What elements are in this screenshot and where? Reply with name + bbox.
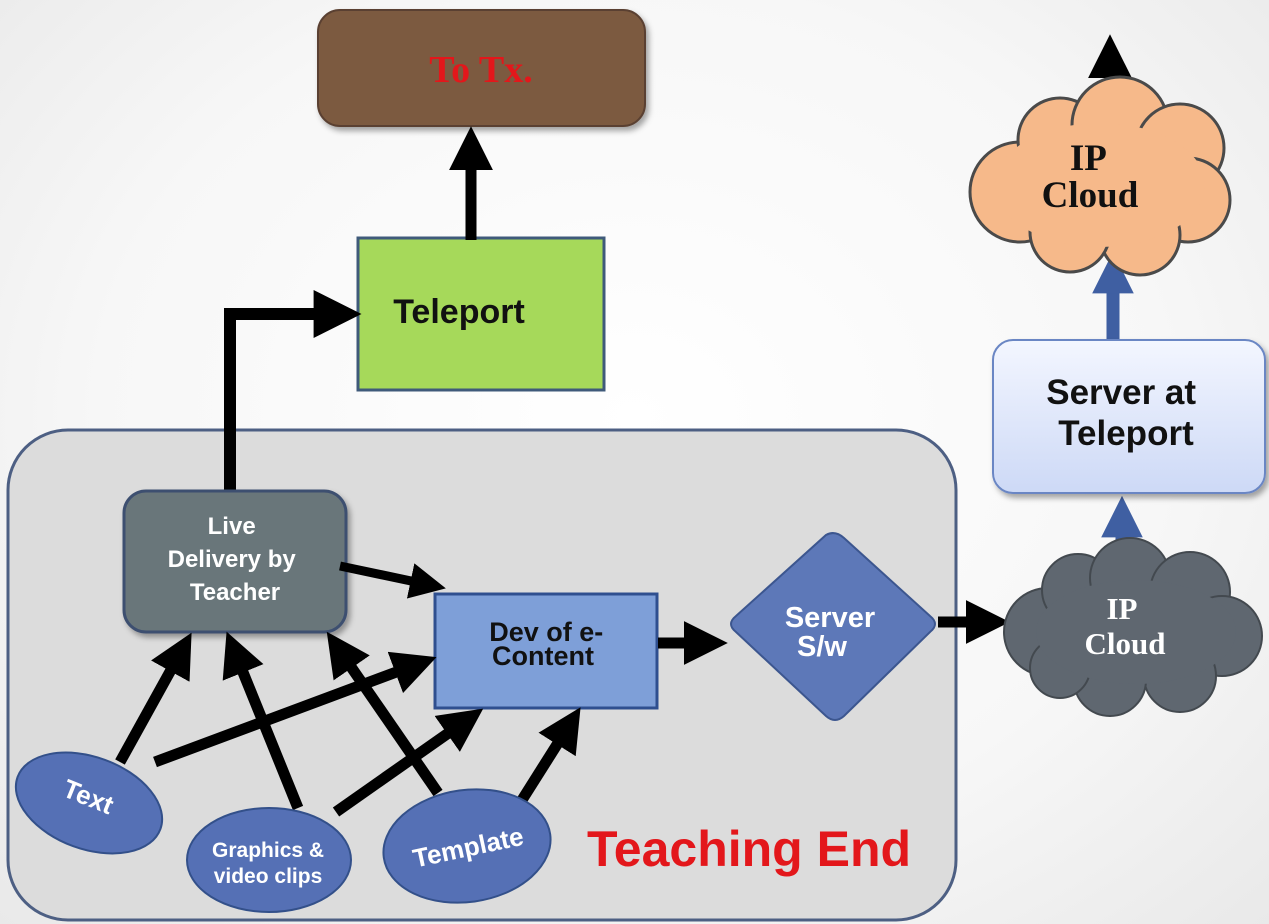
svg-text:Server at Teleport: Server at Teleport	[1046, 373, 1206, 453]
live-delivery-line3: Teacher	[190, 579, 280, 606]
server-sw-line2: S/w	[797, 631, 847, 663]
live-delivery-line2: Delivery by	[168, 546, 297, 573]
svg-text:Live Delivery by T: Live Delivery by Teacher	[168, 513, 303, 606]
arrow-text-to-dev	[153, 651, 437, 768]
ip-cloud-bottom-line1: IP	[1106, 591, 1137, 626]
server-sw-line1: Server	[785, 602, 875, 634]
teleport-node: Teleport	[356, 236, 606, 392]
dev-econtent-line2: Content	[492, 641, 594, 671]
ip-cloud-top-node: IP Cloud	[968, 75, 1232, 277]
arrow-graphics-to-dev	[332, 708, 484, 817]
dev-econtent-node: Dev of e- Content	[433, 592, 659, 710]
server-at-teleport-line1: Server at	[1046, 373, 1196, 412]
to-tx-label: To Tx.	[429, 49, 533, 91]
to-tx-node: To Tx.	[317, 9, 646, 127]
ip-cloud-top-line1: IP	[1070, 138, 1106, 179]
arrow-live-to-dev	[339, 561, 446, 599]
live-delivery-node: Live Delivery by Teacher	[122, 489, 348, 634]
template-input-node: Template	[382, 788, 552, 904]
server-at-teleport-line2: Teleport	[1058, 414, 1194, 453]
arrow-text-to-live	[115, 632, 192, 765]
text-input-node: Text	[14, 751, 164, 855]
arrow-live-to-teleport	[224, 290, 362, 493]
ip-cloud-bottom-node: IP Cloud	[1003, 537, 1263, 717]
svg-text:Dev of e- Content: Dev of e- Content	[489, 617, 611, 671]
server-sw-node: Server S/w	[730, 532, 936, 721]
live-delivery-line1: Live	[208, 513, 256, 540]
arrow-template-to-live	[326, 631, 443, 797]
svg-text:Server S/w: Server S/w	[785, 602, 883, 663]
svg-text:Graphics & video clips: Graphics & video clips	[212, 839, 330, 888]
svg-text:IP Cloud: IP Cloud	[1085, 591, 1166, 661]
ip-cloud-bottom-line2: Cloud	[1085, 626, 1166, 661]
graphics-input-line2: video clips	[214, 865, 323, 888]
teaching-end-label: Teaching End	[587, 821, 911, 877]
graphics-input-node: Graphics & video clips	[186, 807, 352, 913]
svg-text:IP Cloud: IP Cloud	[1042, 138, 1139, 216]
dev-econtent-line1: Dev of e-	[489, 617, 603, 647]
ip-cloud-top-line2: Cloud	[1042, 175, 1139, 216]
server-at-teleport-node: Server at Teleport	[992, 339, 1266, 494]
arrow-graphics-to-live	[222, 631, 304, 811]
teleport-label: Teleport	[393, 293, 525, 331]
graphics-input-line1: Graphics &	[212, 839, 324, 862]
arrow-template-to-dev	[517, 707, 581, 803]
